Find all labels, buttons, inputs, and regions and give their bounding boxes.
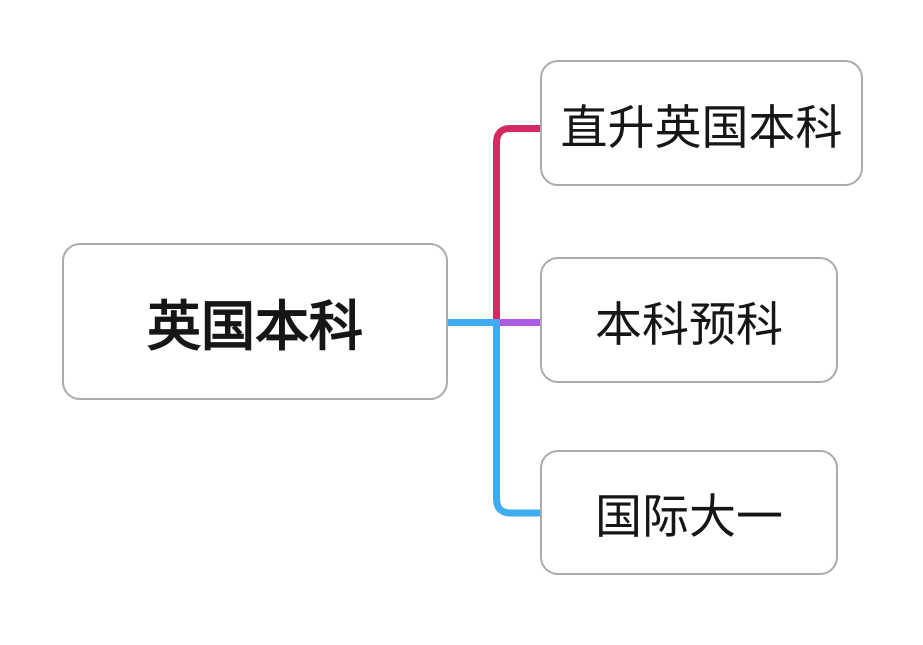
child-node-label: 本科预科	[595, 297, 783, 351]
root-node[interactable]: 英国本科	[62, 243, 448, 400]
child-node-direct-entry-uk-undergraduate[interactable]: 直升英国本科	[540, 60, 863, 186]
child-node-label: 国际大一	[595, 490, 783, 543]
child-node-international-year-one[interactable]: 国际大一	[540, 450, 838, 575]
root-node-label: 英国本科	[147, 297, 363, 357]
child-node-label: 直升英国本科	[560, 100, 843, 154]
connector-top-branch	[493, 125, 540, 323]
child-node-undergraduate-foundation[interactable]: 本科预科	[540, 257, 838, 383]
connector-bottom-branch	[493, 322, 540, 517]
